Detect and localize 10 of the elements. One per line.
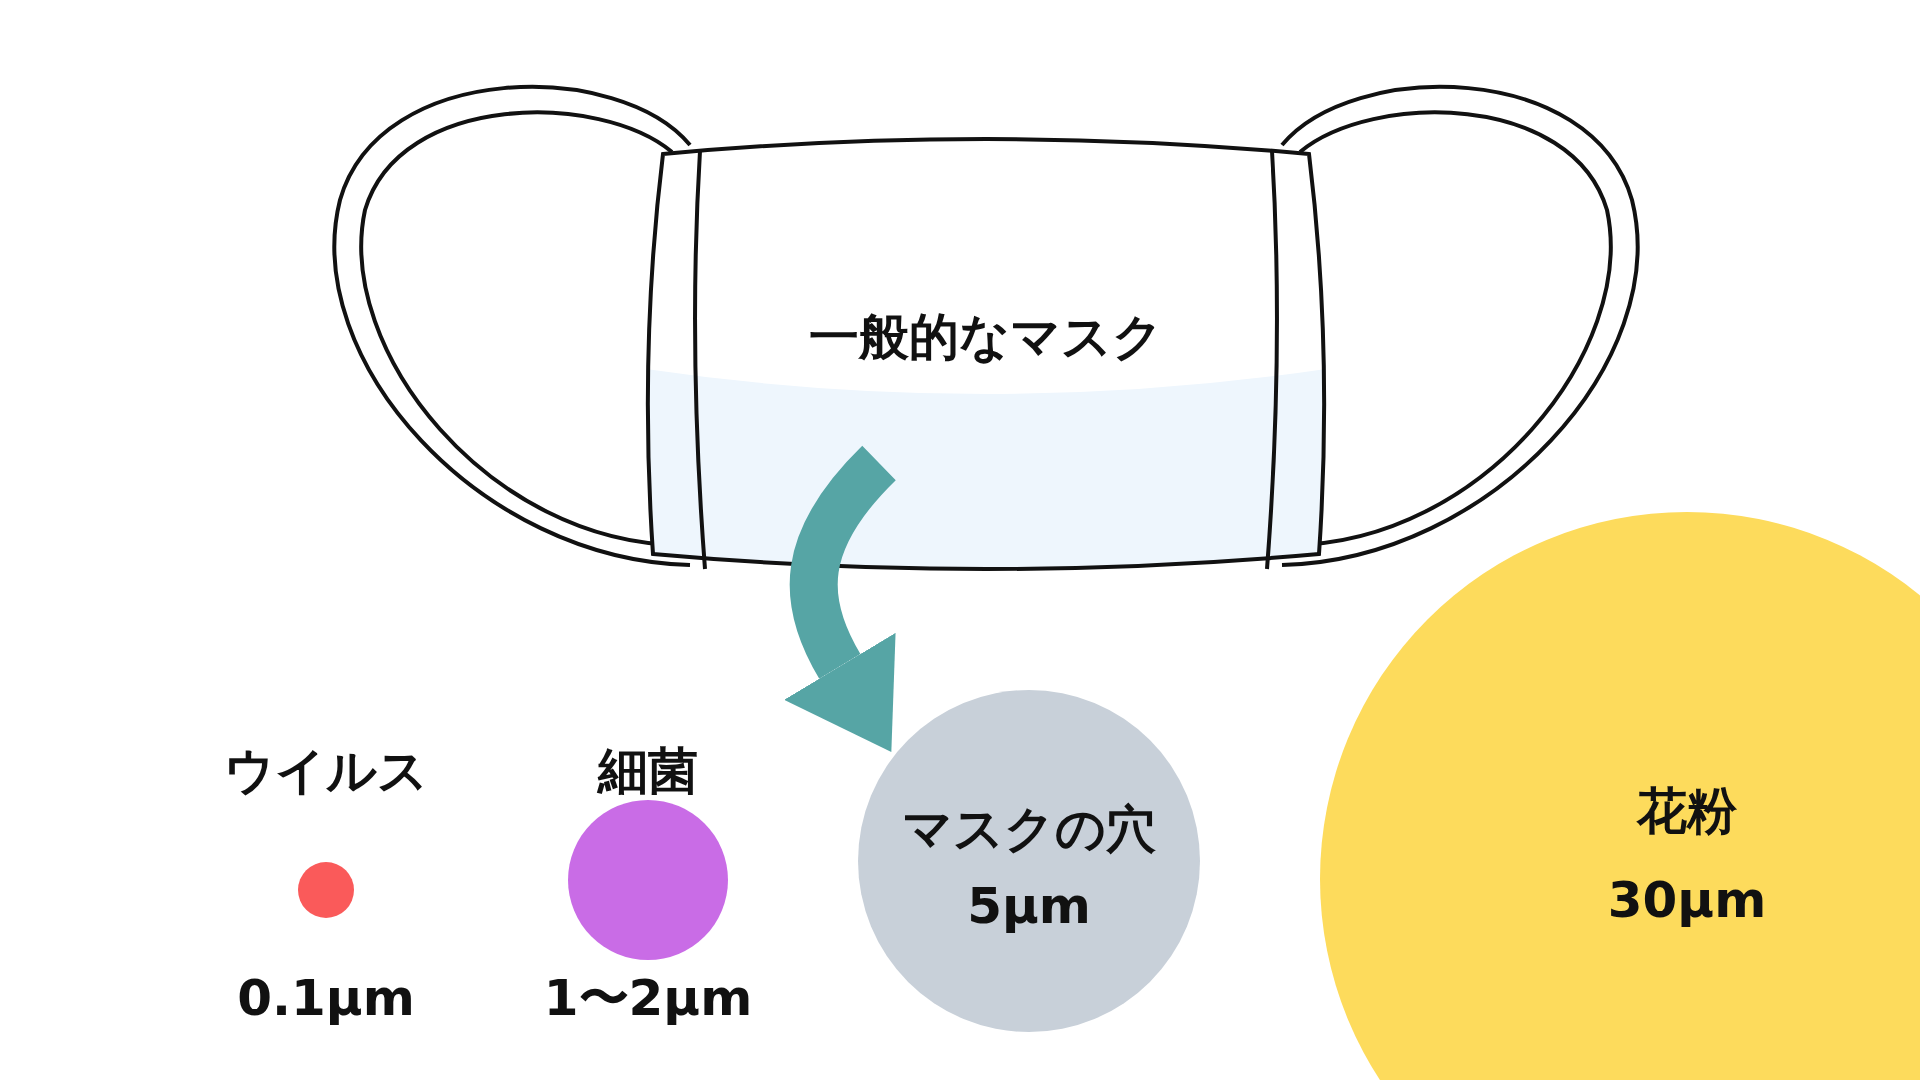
particle-name: マスクの穴	[902, 804, 1156, 854]
curved-arrow	[782, 446, 897, 754]
particle-name: 細菌	[598, 746, 698, 796]
size-label: 0.1µm	[237, 973, 415, 1023]
size-label: 30µm	[1607, 875, 1767, 925]
particle-name: 花粉	[1637, 786, 1737, 836]
mask-label: 一般的なマスク	[809, 312, 1163, 362]
size-label: 5µm	[967, 881, 1091, 931]
size-label: 1〜2µm	[543, 973, 753, 1023]
particle-name: ウイルス	[224, 746, 428, 796]
